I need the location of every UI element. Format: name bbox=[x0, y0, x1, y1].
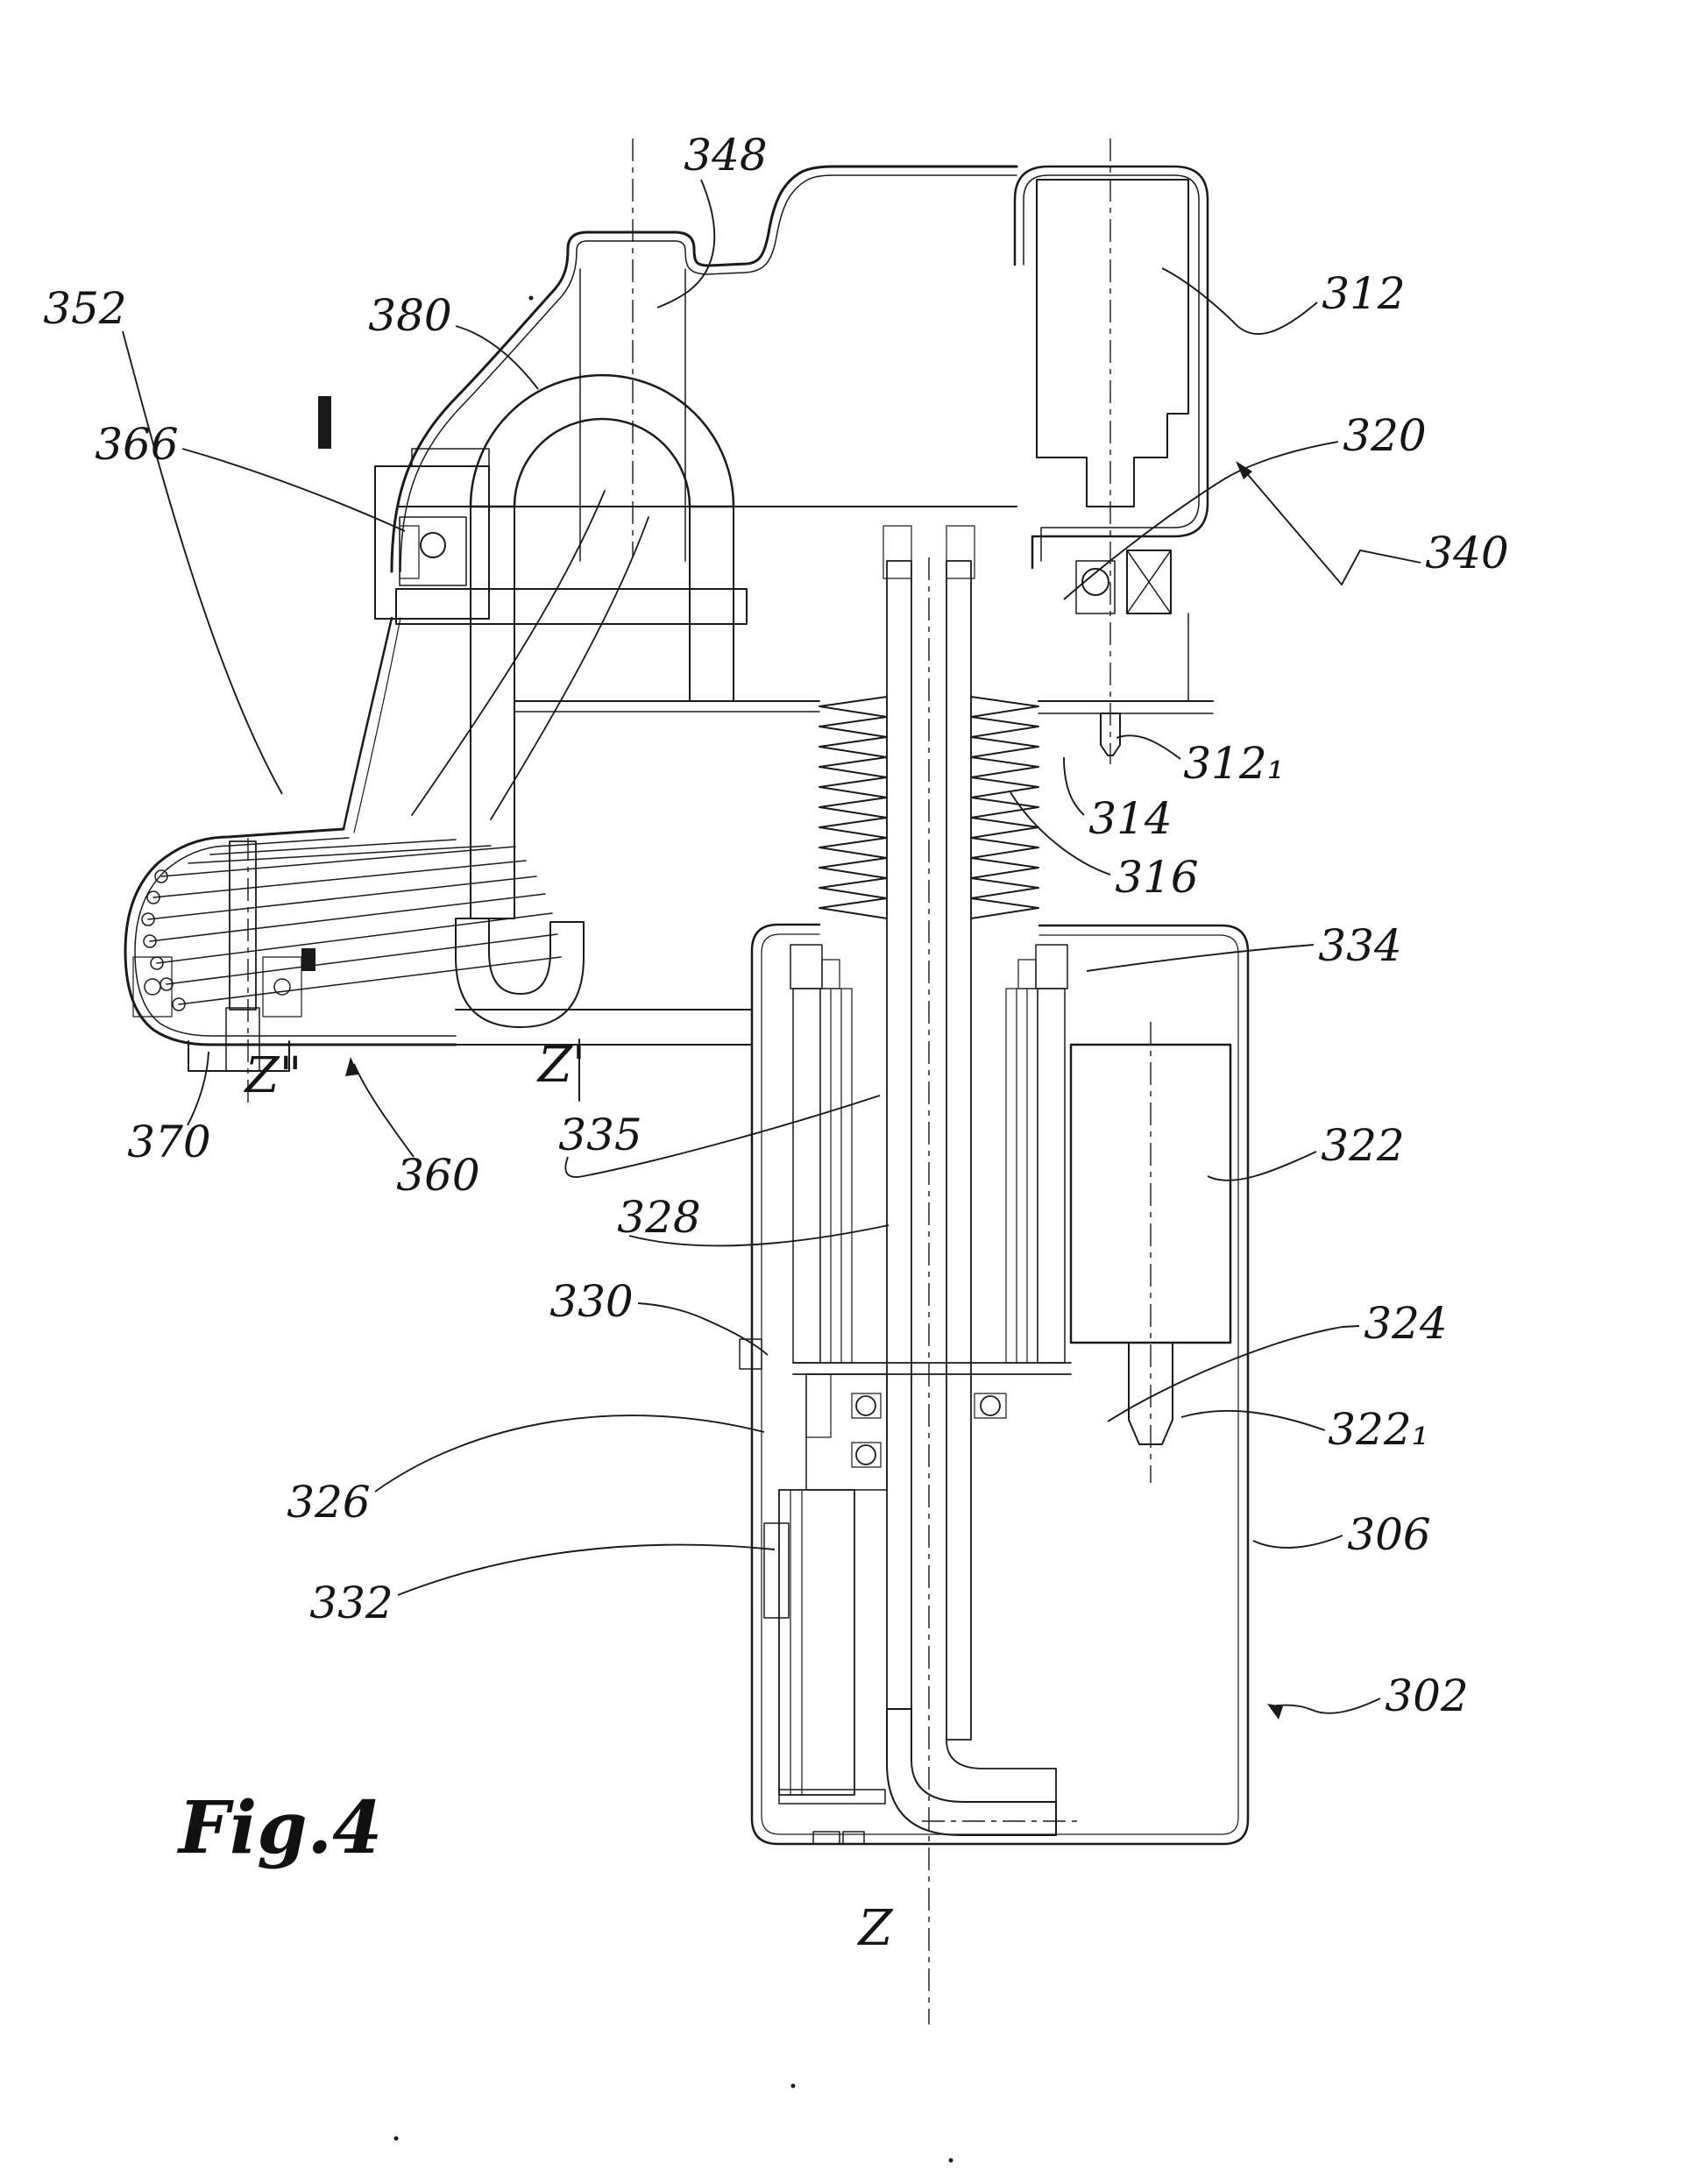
left-attachment bbox=[124, 827, 562, 1072]
ref-label-366: 366 bbox=[95, 419, 178, 470]
ref-label-314: 314 bbox=[1088, 793, 1172, 844]
ref-label-348: 348 bbox=[684, 130, 767, 181]
ref-label-334: 334 bbox=[1318, 920, 1401, 971]
axis-label-z: Z bbox=[857, 1900, 894, 1957]
centerlines bbox=[247, 138, 1152, 2024]
gearbox-head bbox=[318, 165, 1214, 1046]
print-specks bbox=[393, 295, 953, 2163]
cup-housing bbox=[1013, 165, 1209, 570]
ref-label-306: 306 bbox=[1347, 1509, 1430, 1560]
ref-label-312: 312 bbox=[1322, 268, 1405, 319]
ref-label-340: 340 bbox=[1425, 528, 1508, 578]
arch-tube-380 bbox=[455, 373, 735, 1028]
ref-label-352: 352 bbox=[43, 283, 126, 334]
leader-lines bbox=[122, 179, 1421, 1720]
ref-label-326: 326 bbox=[287, 1477, 370, 1528]
ref-label-302: 302 bbox=[1385, 1670, 1468, 1721]
ref-label-312-1: 312₁ bbox=[1183, 738, 1284, 789]
figure-caption: Fig.4 bbox=[177, 1786, 382, 1870]
ref-label-328: 328 bbox=[617, 1192, 700, 1243]
drive-tube bbox=[886, 560, 1057, 1836]
ref-label-360: 360 bbox=[396, 1150, 479, 1201]
ref-label-320: 320 bbox=[1343, 410, 1426, 461]
ref-label-332: 332 bbox=[309, 1578, 393, 1628]
ref-label-316: 316 bbox=[1115, 852, 1198, 903]
ref-label-322: 322 bbox=[1321, 1120, 1404, 1171]
lower-housing bbox=[739, 923, 1250, 1846]
axis-label-z-prime: Z' bbox=[536, 1037, 585, 1094]
ref-label-380: 380 bbox=[368, 290, 451, 341]
axis-label-z-double-prime: Z" bbox=[244, 1047, 302, 1104]
whisk-wires bbox=[147, 839, 562, 1005]
axis-labels: Z" Z' Z bbox=[244, 1037, 894, 1957]
ref-label-370: 370 bbox=[127, 1117, 210, 1167]
ref-label-330: 330 bbox=[549, 1276, 633, 1327]
ref-label-322-1: 322₁ bbox=[1328, 1404, 1428, 1455]
ref-label-335: 335 bbox=[558, 1110, 641, 1160]
ref-label-324: 324 bbox=[1364, 1298, 1447, 1349]
reference-labels: 348 312 380 320 352 340 366 312₁ 314 316… bbox=[43, 130, 1508, 1721]
